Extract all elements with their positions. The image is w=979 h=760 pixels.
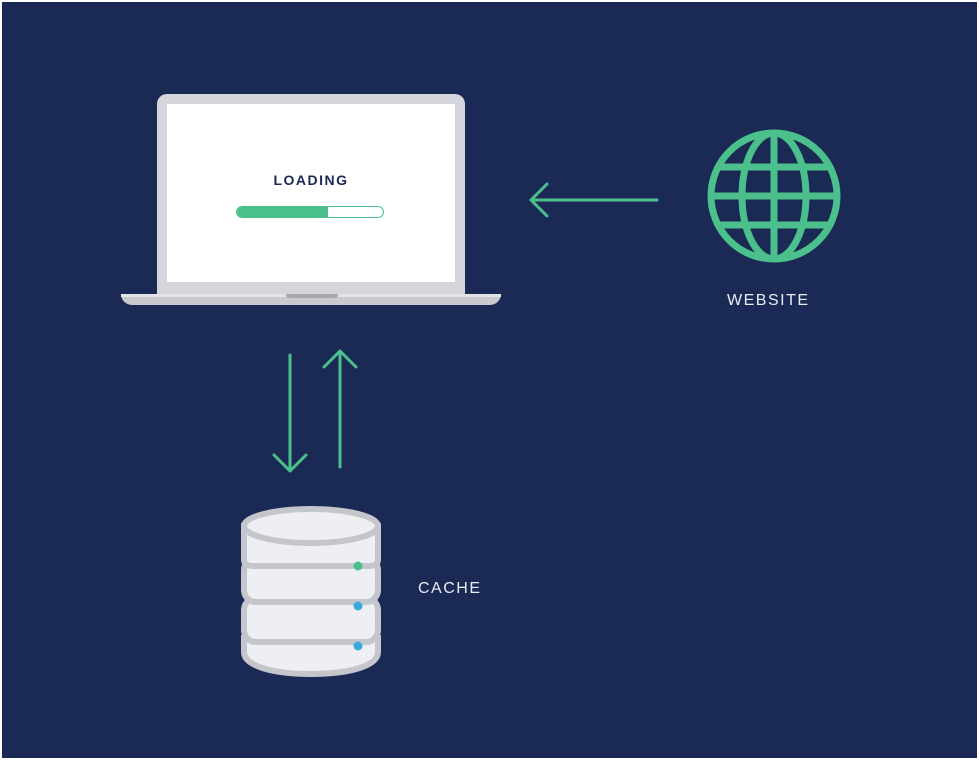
cache-status-led-3 [353,641,363,651]
laptop-base [121,294,501,305]
loading-progress-bar [236,206,384,218]
laptop-to-cache-arrow [272,353,308,473]
laptop-notch [286,294,338,298]
cache-status-led-1 [353,561,363,571]
cache-status-led-2 [353,601,363,611]
cache-label: CACHE [418,580,482,597]
cache-to-laptop-arrow [322,349,358,469]
website-label: WEBSITE [727,292,810,309]
database-icon [241,506,381,678]
laptop-screen: LOADING [167,104,455,282]
laptop: LOADING [121,94,501,308]
laptop-screen-frame: LOADING [157,94,465,297]
website-to-laptop-arrow [529,182,659,218]
globe-icon [707,129,841,263]
loading-progress-fill [237,207,328,217]
loading-label: LOADING [273,172,349,188]
